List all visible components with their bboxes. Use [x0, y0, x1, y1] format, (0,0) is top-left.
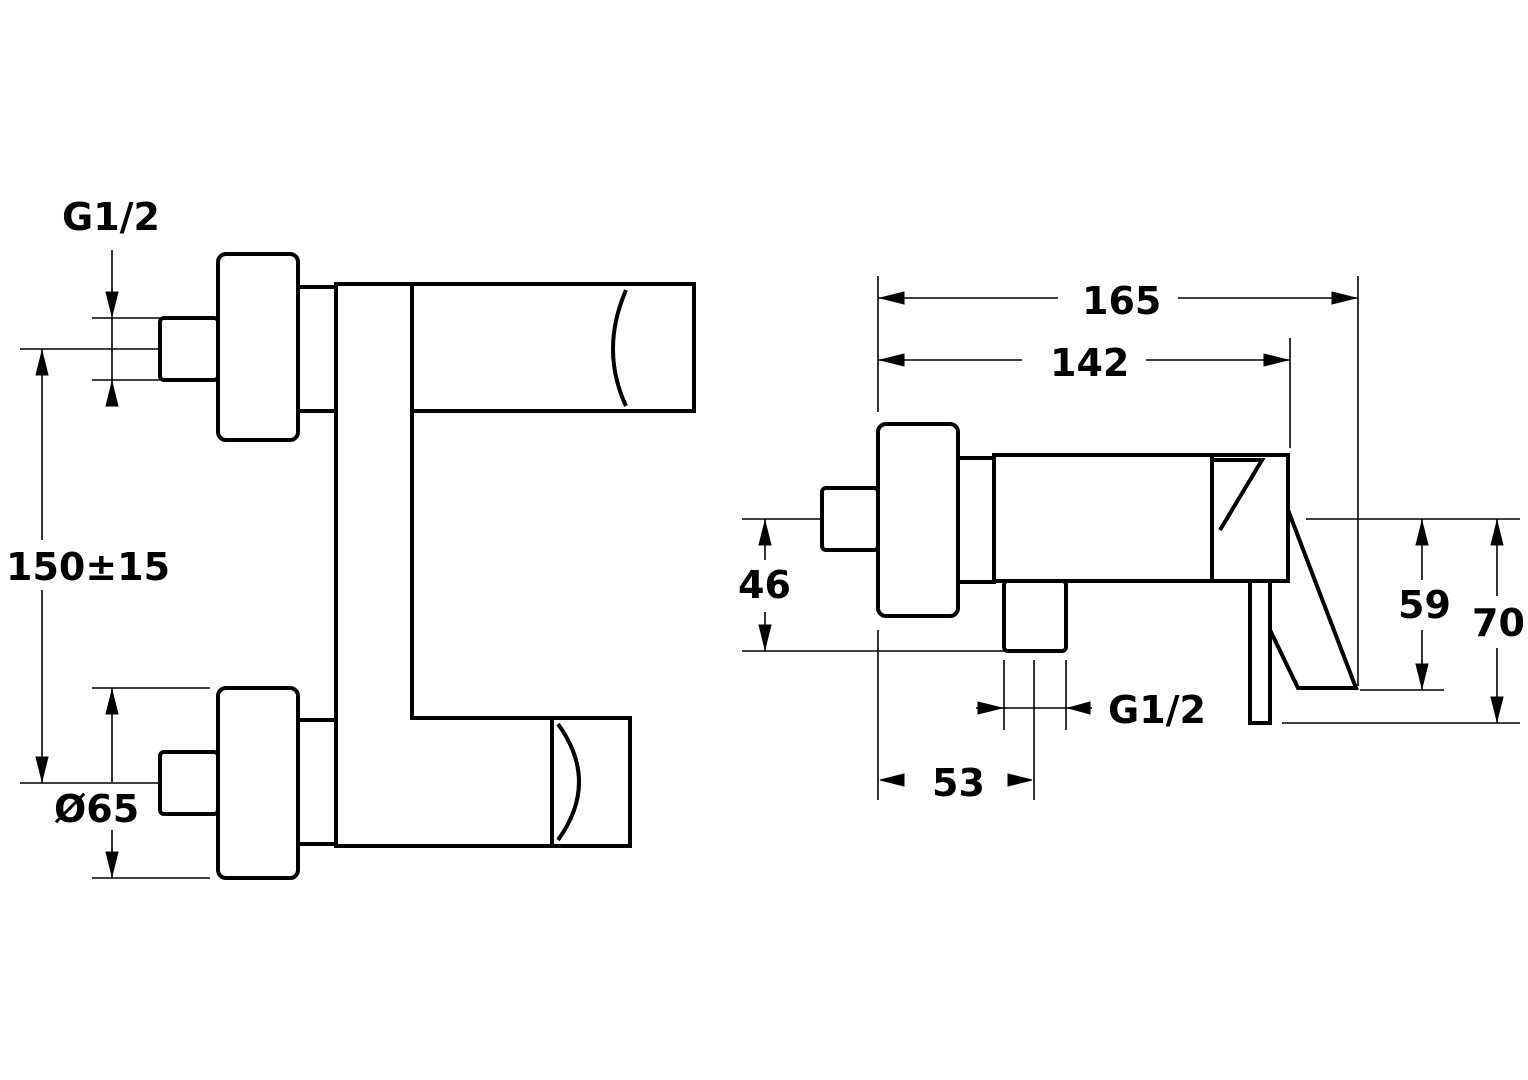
side-connector: [956, 456, 996, 584]
lever-curve: [611, 289, 628, 407]
spout-curve: [556, 722, 581, 842]
top-connector: [296, 285, 338, 413]
spout-block: [552, 716, 632, 848]
overall-depth-label: 165: [1082, 279, 1161, 323]
inlet-height-label: 46: [738, 563, 791, 607]
diameter-label: Ø65: [54, 787, 139, 831]
front-thread-label: G1/2: [62, 195, 160, 239]
outlet-offset-label: 53: [932, 761, 985, 805]
side-view: 165 142 46 G1/2 53 5: [738, 276, 1525, 805]
side-lever-cap: [1214, 458, 1266, 532]
center-distance-label: 150±15: [6, 545, 170, 589]
side-lever-stem: [1248, 579, 1272, 725]
body-depth-label: 142: [1050, 341, 1129, 385]
side-inlet-thread: [820, 486, 880, 552]
front-view: G1/2 150±15 Ø65: [6, 195, 696, 880]
bottom-escutcheon: [216, 686, 300, 880]
mixer-body: [334, 282, 554, 848]
lever-height-label: 59: [1398, 583, 1451, 627]
lever-block: [412, 282, 696, 413]
total-height-label: 70: [1472, 601, 1525, 645]
top-escutcheon: [216, 252, 300, 442]
side-escutcheon: [876, 422, 960, 618]
bottom-inlet-thread: [158, 750, 220, 816]
side-lever: [1268, 509, 1359, 690]
side-body: [992, 453, 1290, 583]
bottom-connector: [296, 718, 338, 846]
top-inlet-thread: [158, 316, 220, 382]
side-outlet-thread: [1002, 579, 1068, 653]
outlet-thread-label: G1/2: [1108, 688, 1206, 732]
